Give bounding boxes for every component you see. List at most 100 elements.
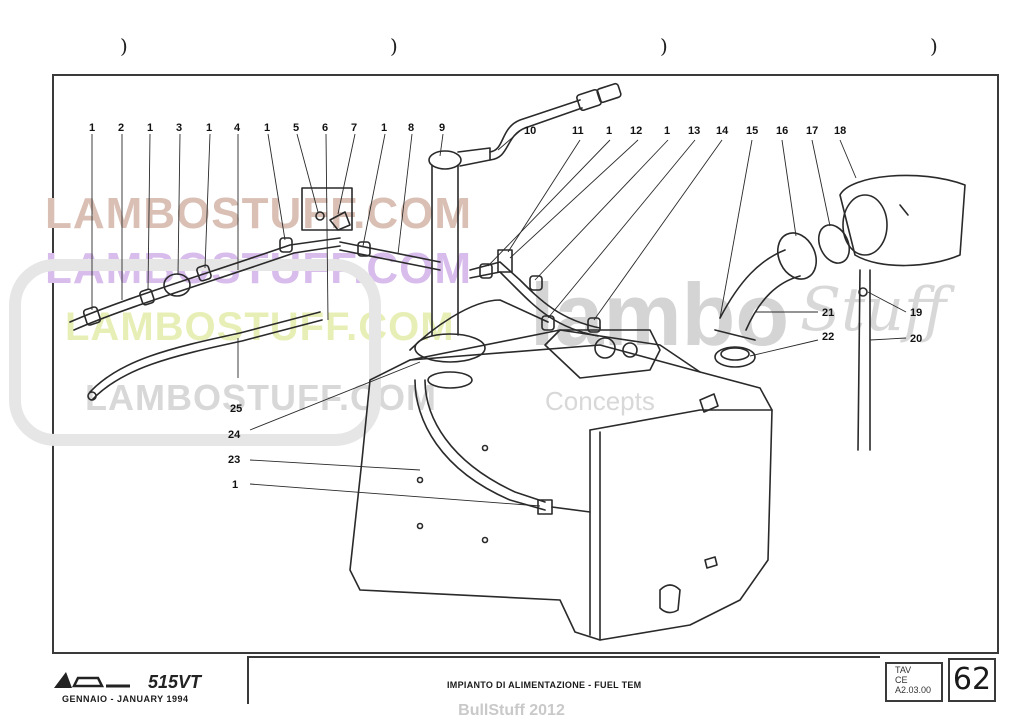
callout-label: 9 <box>439 122 445 134</box>
drain-plug <box>659 584 681 614</box>
tank-holes <box>416 444 489 544</box>
logo-script <box>71 676 105 688</box>
callout-label: 5 <box>293 122 299 134</box>
watermark-group: LAMBOSTUFF.COM LAMBOSTUFF.COM LAMBOSTUFF… <box>9 189 956 446</box>
callout-label: 7 <box>351 122 357 134</box>
callout-label: 25 <box>230 403 242 415</box>
filler-housing <box>839 174 966 267</box>
filler-cap-opening <box>842 194 888 256</box>
hose-clamp <box>587 317 601 333</box>
watermark-text: LAMBOSTUFF.COM <box>45 189 472 238</box>
punch-mark: ) <box>120 34 128 58</box>
callout-label: 1 <box>664 125 670 137</box>
callout-label: 20 <box>910 333 922 345</box>
sender-connector <box>457 147 491 167</box>
ref-line: TAV <box>895 665 912 675</box>
return-pipe <box>89 311 321 393</box>
punch-mark: ) <box>930 34 938 58</box>
fuel-tank <box>349 344 773 641</box>
callout-label: 21 <box>822 307 834 319</box>
tank-port <box>622 342 638 358</box>
wire-plug <box>596 82 622 104</box>
drain-clip <box>858 287 868 297</box>
callout-label: 2 <box>118 122 124 134</box>
footer-credit: BullStuff 2012 <box>458 702 565 719</box>
fuel-line-8 <box>339 241 441 263</box>
wire-plug <box>576 88 602 112</box>
hose-clamp <box>541 315 555 331</box>
hose-clamp <box>529 275 543 291</box>
sender-wire <box>489 99 581 153</box>
callout-label: 1 <box>89 122 95 134</box>
callout-label: 18 <box>834 125 846 137</box>
vent-hose <box>469 261 601 329</box>
lamborghini-logo: 515VT <box>54 672 203 692</box>
tank-top-block <box>544 329 661 379</box>
hose-ring-inner <box>720 347 750 361</box>
callout-label: 10 <box>524 125 536 137</box>
screw <box>315 211 325 221</box>
callout-label: 16 <box>776 125 788 137</box>
tank-tag <box>704 556 718 569</box>
filler-pipe <box>431 164 459 336</box>
callout-label: 19 <box>910 307 922 319</box>
title-block: 515VT GENNAIO - JANUARY 1994 IMPIANTO DI… <box>52 656 999 704</box>
punch-mark: ) <box>390 34 398 58</box>
hose-clamp <box>82 306 102 326</box>
tank-opening <box>414 333 486 363</box>
neck-collar <box>714 329 756 341</box>
callout-label: 1 <box>606 125 612 137</box>
pump-flange <box>427 371 473 389</box>
callout-group: 1 2 1 3 1 4 1 5 6 7 1 8 9 10 11 1 12 1 1… <box>89 122 922 491</box>
callout-label: 17 <box>806 125 818 137</box>
ref-line: A2.03.00 <box>895 685 932 695</box>
tank-top-edge <box>589 409 773 431</box>
page-number: 62 <box>948 658 996 702</box>
fuel-line <box>73 245 341 331</box>
vent-hose <box>469 271 599 337</box>
callout-label: 1 <box>147 122 153 134</box>
title-frame <box>247 656 880 704</box>
filler-neck <box>745 275 801 331</box>
hose-clamp <box>196 264 212 282</box>
tank-seam <box>589 429 601 641</box>
vent-pipe <box>409 299 549 351</box>
callout-label: 15 <box>746 125 758 137</box>
tank-port <box>594 337 616 359</box>
return-pipe <box>91 319 323 401</box>
internal-pipe <box>424 379 546 503</box>
drain-hose <box>857 269 871 451</box>
callout-label: 3 <box>176 122 182 134</box>
valve <box>497 249 513 273</box>
pipe-stub <box>551 506 591 513</box>
fuel-system-diagram: LAMBOSTUFF.COM LAMBOSTUFF.COM LAMBOSTUFF… <box>9 82 966 641</box>
callout-label: 1 <box>206 122 212 134</box>
callout-label: 4 <box>234 122 241 134</box>
watermark-text: LAMBOSTUFF.COM <box>65 305 455 349</box>
leader-lines <box>91 130 907 507</box>
housing-detail <box>899 204 909 216</box>
hose-ring-22 <box>714 346 756 368</box>
model-logo-text: 515VT <box>148 672 203 692</box>
callout-label: 23 <box>228 454 240 466</box>
pipe-end <box>87 391 97 401</box>
watermark-script: Stuff <box>800 275 956 345</box>
callout-label: 22 <box>822 331 834 343</box>
callout-label: 1 <box>381 122 387 134</box>
hose-clamp <box>279 237 293 253</box>
sender-wire <box>489 107 583 161</box>
watermark-text: LAMBOSTUFF.COM <box>85 377 437 418</box>
callout-label: 6 <box>322 122 328 134</box>
bull-emblem <box>54 672 72 688</box>
callout-label: 11 <box>572 125 584 137</box>
fuel-line <box>69 237 341 323</box>
fuel-line-8 <box>339 249 441 271</box>
watermark-car-outline <box>9 259 381 446</box>
drawing-title: IMPIANTO DI ALIMENTAZIONE - FUEL TEM <box>447 680 642 690</box>
punch-mark: ) <box>660 34 668 58</box>
watermark-sub: Concepts <box>545 386 655 416</box>
callout-label: 1 <box>232 479 238 491</box>
tank-bracket <box>699 393 719 413</box>
filler-pipe-top <box>428 150 462 170</box>
callout-label: 13 <box>688 125 700 137</box>
